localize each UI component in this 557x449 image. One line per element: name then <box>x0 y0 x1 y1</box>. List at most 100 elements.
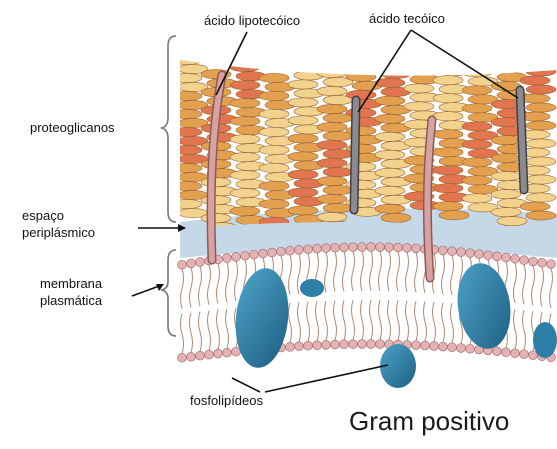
peptidoglycan-bead <box>526 175 556 184</box>
plasma-membrane-label-line1: membrana <box>40 276 102 292</box>
lipid-head <box>385 243 394 252</box>
peptidoglycan-bead <box>259 73 289 82</box>
peptidoglycan-bead <box>317 86 347 95</box>
lipid-tail <box>514 309 517 349</box>
lipid-tail <box>208 311 211 351</box>
lipid-head <box>529 257 538 266</box>
peptidoglycan-bead <box>375 150 405 159</box>
lipid-tail <box>217 310 220 350</box>
membrane-bracket <box>162 250 176 336</box>
peptidoglycan-bead <box>230 153 260 162</box>
peptidoglycan-bead <box>230 207 260 216</box>
diagram-caption: Gram positivo <box>349 406 509 437</box>
peptidoglycan-bead <box>172 127 202 136</box>
lipid-head <box>223 348 232 357</box>
lipid-tail <box>325 252 328 292</box>
peptidoglycan-bead <box>520 76 550 85</box>
lipid-tail <box>523 264 526 304</box>
lipid-head <box>286 246 295 255</box>
peptidoglycan-bead <box>317 158 347 167</box>
lipid-head <box>313 341 322 350</box>
lipid-tail <box>370 300 373 340</box>
lipid-head <box>457 344 466 353</box>
peptidoglycan-bead <box>404 84 434 93</box>
lipid-head <box>322 244 331 253</box>
lipid-tail <box>415 252 418 292</box>
peptidoglycan-bead <box>317 122 347 131</box>
lipid-head <box>448 247 457 256</box>
lipid-head <box>475 250 484 259</box>
lipid-head <box>187 352 196 361</box>
lipid-tail <box>397 300 400 340</box>
lipid-tail <box>406 252 409 292</box>
lipid-tail <box>352 300 355 340</box>
peptidoglycan-bead <box>491 154 521 163</box>
lipid-head <box>250 250 259 259</box>
lipid-head <box>259 249 268 258</box>
peptidoglycan-bead <box>172 73 202 82</box>
peptidoglycan-bead <box>433 94 463 103</box>
peptidoglycan-bead <box>491 190 521 199</box>
lipid-tail <box>289 255 292 295</box>
peptidoglycan-bead <box>526 139 556 148</box>
peptidoglycan-bead <box>462 86 492 95</box>
peptidoglycan-bead <box>404 66 434 75</box>
peptidoglycan-bead <box>317 140 347 149</box>
lipid-head <box>484 251 493 260</box>
brackets <box>162 36 176 336</box>
peptidoglycan-bead <box>491 208 521 217</box>
lipid-head <box>295 246 304 255</box>
lipid-head <box>502 348 511 357</box>
lipid-tail <box>541 267 544 307</box>
lipid-head <box>367 340 376 349</box>
peptidoglycan-bead <box>317 68 347 77</box>
lipid-head <box>466 344 475 353</box>
peptidoglycan-bead <box>172 199 202 208</box>
periplasmic-space-label-line1: espaço <box>22 208 64 224</box>
peptidoglycan-bead <box>375 96 405 105</box>
lipid-tail <box>334 301 337 341</box>
lipid-tail <box>397 252 400 292</box>
lipid-head <box>322 340 331 349</box>
peptidoglycan-bead <box>462 50 492 59</box>
lipid-tail <box>532 265 535 305</box>
peptidoglycan-bead <box>520 58 550 67</box>
lipid-head <box>529 351 538 360</box>
lipid-head <box>340 340 349 349</box>
lipid-head <box>502 253 511 262</box>
peptidoglycan-bead <box>259 145 289 154</box>
lipid-tail <box>343 251 346 291</box>
lipid-head <box>178 260 187 269</box>
peptidoglycan-bead <box>288 116 318 125</box>
peptidoglycan-bead <box>375 132 405 141</box>
peptidoglycan-bead <box>404 102 434 111</box>
lipid-tail <box>208 265 211 305</box>
lipid-head <box>295 342 304 351</box>
lipid-tail <box>181 314 184 354</box>
peptidoglycan-bead <box>520 202 550 211</box>
peptidoglycan-bead <box>526 121 556 130</box>
lipid-head <box>430 342 439 351</box>
peptidoglycan-bead <box>172 55 202 64</box>
peptidoglycan-bead <box>375 186 405 195</box>
peptidoglycan-bead <box>491 172 521 181</box>
lipid-tail <box>370 251 373 291</box>
peptidoglycan-bead <box>526 85 556 94</box>
peptidoglycan-bead <box>346 108 376 117</box>
lipid-head <box>358 243 367 252</box>
peptidoglycan-bead <box>230 63 260 72</box>
peptidoglycan-bead <box>230 135 260 144</box>
lipid-head <box>331 340 340 349</box>
lipid-head <box>214 349 223 358</box>
lipid-head <box>394 243 403 252</box>
lipid-head <box>196 258 205 267</box>
membrane-protein <box>231 266 293 371</box>
peptidoglycan-bead <box>439 211 469 220</box>
peptidoglycan-bead <box>288 134 318 143</box>
peptidoglycan-bead <box>375 114 405 123</box>
peptidoglycan-bead <box>317 176 347 185</box>
lipid-head <box>538 258 547 267</box>
peptidoglycan-bead <box>526 193 556 202</box>
lipid-head <box>304 341 313 350</box>
lipoteichoic-acid-label: ácido lipotecóico <box>204 13 300 29</box>
